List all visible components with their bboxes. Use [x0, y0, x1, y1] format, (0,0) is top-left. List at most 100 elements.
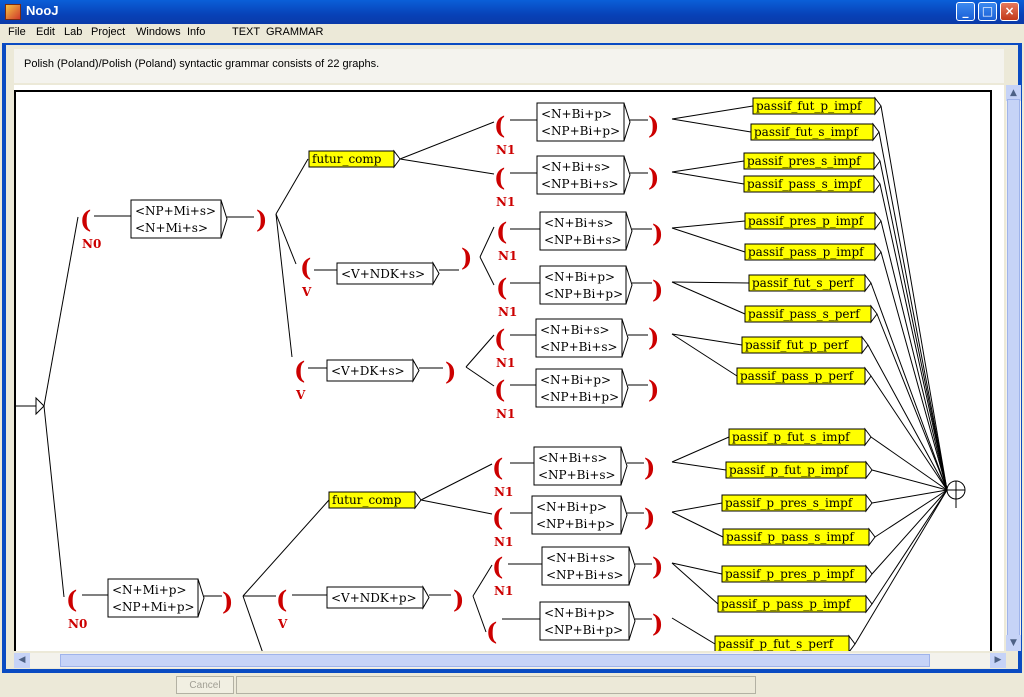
open-paren: ( [496, 217, 507, 246]
graph-transition [242, 595, 263, 651]
menu-windows[interactable]: Windows [136, 26, 181, 38]
graph-transition [876, 313, 948, 491]
graph-transition [275, 213, 293, 358]
graph-node [539, 265, 627, 305]
node-arrow [628, 546, 636, 586]
syntactic-graph[interactable]: (N0<NP+Mi+s><N+Mi+s>)futur_comp(N1<N+Bi+… [14, 85, 1004, 651]
node-arrow [872, 122, 880, 142]
close-button[interactable]: × [1000, 2, 1019, 21]
node-arrow [865, 594, 873, 614]
graph-node [531, 495, 622, 535]
node-text: <NP+Bi+s> [541, 177, 619, 191]
vertical-scrollbar[interactable]: ▲ ▼ [1006, 85, 1021, 651]
subgraph-label: passif_fut_s_impf [754, 125, 859, 139]
node-text: <N+Bi+s> [538, 451, 608, 465]
open-paren: ( [300, 253, 311, 282]
node-text: <N+Bi+p> [544, 606, 615, 620]
node-text: <N+Bi+p> [544, 270, 615, 284]
variable-label: N1 [488, 649, 507, 651]
subgraph-label: passif_pass_p_perf [740, 369, 855, 383]
menu-file[interactable]: File [8, 26, 26, 38]
graph-transition [275, 158, 309, 215]
menu-project[interactable]: Project [91, 26, 126, 38]
close-paren: ) [644, 453, 655, 482]
graph-transition [879, 160, 948, 491]
open-paren: ( [492, 552, 503, 581]
node-arrow [861, 335, 869, 355]
graph-transition [671, 227, 746, 253]
menu-info[interactable]: Info [187, 26, 206, 38]
node-text: <N+Bi+s> [544, 216, 614, 230]
node-text: <NP+Bi+p> [544, 623, 623, 637]
maximize-button[interactable]: □ [978, 2, 997, 21]
graph-transition [479, 226, 495, 258]
open-paren: ( [80, 205, 91, 234]
graph-transition [671, 502, 723, 513]
scroll-right-arrow-icon[interactable]: ▶ [990, 653, 1006, 668]
subgraph-label: passif_p_pres_p_impf [725, 567, 855, 581]
graph-transition [880, 105, 948, 491]
open-paren: ( [66, 585, 77, 614]
menu-text[interactable]: TEXT [232, 26, 261, 38]
subgraph-label: passif_p_pass_s_impf [726, 530, 855, 544]
node-arrow [621, 368, 629, 408]
variable-label: N1 [498, 305, 517, 319]
vertical-scroll-thumb[interactable] [1007, 99, 1020, 639]
scroll-left-arrow-icon[interactable]: ◀ [14, 653, 30, 668]
node-arrow [874, 211, 882, 231]
subgraph-label: passif_p_fut_p_impf [729, 463, 850, 477]
graph-canvas[interactable]: (N0<NP+Mi+s><N+Mi+s>)futur_comp(N1<N+Bi+… [14, 85, 1004, 651]
menu-lab[interactable]: Lab [64, 26, 83, 38]
variable-label: N1 [496, 356, 515, 370]
node-text: <NP+Bi+p> [540, 390, 619, 404]
variable-label: V [295, 388, 306, 402]
horizontal-scrollbar[interactable]: ◀ ▶ [14, 653, 1006, 668]
close-paren: ) [644, 503, 655, 532]
title-bar: NooJ _ □ × [0, 0, 1024, 24]
graph-transition [671, 436, 730, 463]
variable-label: V [301, 285, 312, 299]
node-arrow [620, 446, 628, 486]
open-paren: ( [492, 503, 503, 532]
node-text: <N+Bi+p> [541, 107, 612, 121]
nooj-app-icon [5, 4, 21, 20]
node-arrow [868, 527, 876, 547]
graph-node [539, 211, 627, 251]
menu-bar: File Edit Lab Project Windows Info TEXT … [0, 24, 1024, 43]
subgraph-label: passif_fut_p_perf [745, 338, 850, 352]
node-text: <NP+Bi+p> [536, 517, 615, 531]
node-arrow [865, 564, 873, 584]
menu-grammar[interactable]: GRAMMAR [266, 26, 324, 38]
open-paren: ( [492, 453, 503, 482]
window-title: NooJ [26, 3, 59, 18]
scroll-down-arrow-icon[interactable]: ▼ [1006, 635, 1021, 651]
node-text: <V+NDK+p> [331, 591, 417, 605]
graph-transition [671, 511, 724, 538]
graph-node [107, 578, 199, 618]
cancel-button[interactable]: Cancel [176, 676, 234, 694]
close-paren: ) [256, 205, 267, 234]
horizontal-scroll-thumb[interactable] [60, 654, 930, 667]
minimize-button[interactable]: _ [956, 2, 975, 21]
graph-transition [43, 216, 79, 407]
menu-edit[interactable]: Edit [36, 26, 55, 38]
graph-node [535, 318, 623, 358]
close-paren: ) [453, 585, 464, 614]
open-paren: ( [496, 273, 507, 302]
subgraph-label: futur_comp [332, 493, 402, 507]
grammar-info-bar: Polish (Poland)/Polish (Poland) syntacti… [14, 49, 1004, 83]
graph-transition [671, 160, 745, 173]
subgraph-label: passif_fut_p_impf [756, 99, 863, 113]
close-paren: ) [648, 163, 659, 192]
scroll-up-arrow-icon[interactable]: ▲ [1006, 85, 1021, 101]
graph-node [539, 601, 630, 641]
graph-transition [871, 489, 948, 504]
variable-label: N0 [68, 617, 87, 631]
node-text: <NP+Bi+s> [538, 468, 616, 482]
graph-transition [671, 562, 723, 575]
node-text: <V+DK+s> [331, 364, 405, 378]
node-text: <NP+Bi+s> [540, 340, 618, 354]
graph-transition [399, 158, 495, 175]
subgraph-label: passif_p_pres_s_impf [725, 496, 854, 510]
open-paren: ( [276, 585, 287, 614]
